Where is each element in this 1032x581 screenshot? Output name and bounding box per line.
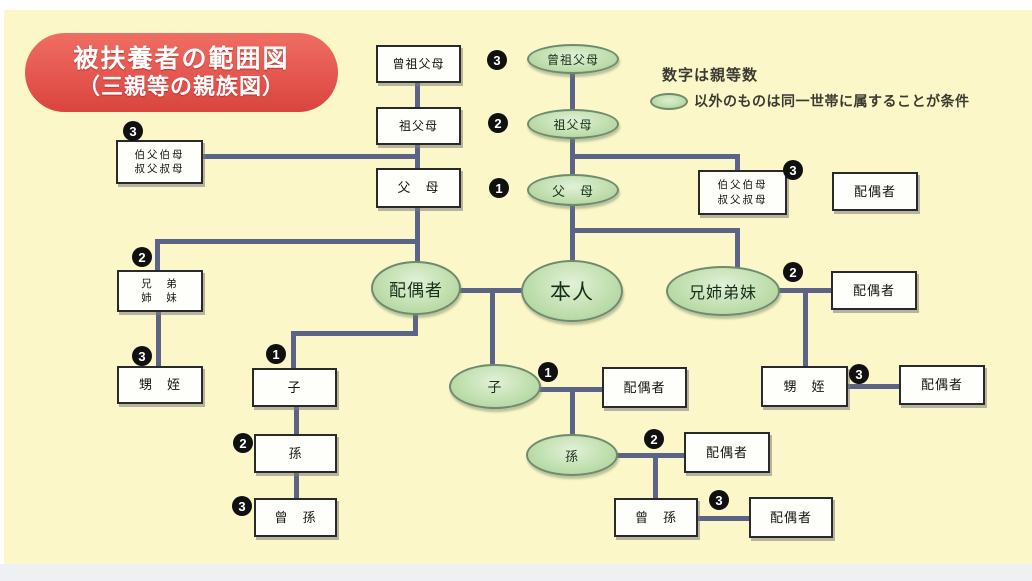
title-line1: 被扶養者の範囲図 (73, 45, 290, 74)
ellipse-self: 本人 (521, 260, 623, 322)
connector-line (294, 405, 299, 436)
box-grandchild-left: 孫 (254, 434, 337, 473)
box-siblings-left: 兄 弟 姉 妹 (117, 270, 203, 312)
box-great-grandchild-left: 曾 孫 (254, 498, 337, 537)
ellipse-grandparents: 祖父母 (527, 109, 619, 139)
degree-badge-2: 2 (488, 113, 508, 133)
ellipse-parents: 父 母 (527, 174, 619, 206)
connector-line (803, 288, 808, 368)
ellipse-great-grandparents: 曾祖父母 (527, 44, 619, 74)
box-nephews-nieces-left: 甥 姪 (117, 366, 203, 404)
connector-line (570, 70, 575, 112)
degree-badge-1: 1 (489, 178, 509, 198)
connector-line (201, 154, 417, 159)
connector-line (735, 228, 740, 270)
degree-badge-1: 1 (538, 362, 558, 382)
degree-badge-2: 2 (233, 433, 253, 453)
connector-line (735, 154, 740, 172)
box-spouse-of-grandchild: 配偶者 (684, 432, 770, 473)
box-great-grandchild-center: 曾 孫 (614, 498, 698, 537)
ellipse-spouse: 配偶者 (371, 261, 461, 315)
connector-line (653, 453, 658, 501)
connector-line (696, 516, 752, 521)
degree-badge-3: 3 (232, 496, 252, 516)
degree-badge-2: 2 (783, 262, 803, 282)
connector-line (155, 239, 160, 274)
connector-line (570, 203, 575, 264)
connector-line (155, 239, 417, 244)
title-line2: （三親等の親族図） (77, 74, 285, 100)
green-ellipse-icon (650, 92, 688, 110)
legend: 数字は親等数 以外のものは同一世帯に属することが条件 (650, 64, 1028, 111)
connector-line (570, 387, 575, 437)
box-spouse-of-great-grandchild: 配偶者 (749, 497, 833, 538)
degree-badge-2: 2 (644, 429, 664, 449)
degree-badge-3: 3 (709, 490, 729, 510)
degree-badge-2: 2 (132, 247, 152, 267)
box-parents: 父 母 (376, 168, 461, 208)
legend-household-note-row: 以外のものは同一世帯に属することが条件 (650, 91, 1028, 111)
box-grandparents: 祖父母 (376, 107, 461, 145)
footer-strip (0, 564, 1032, 581)
box-uncles-aunts-right: 伯父伯母 叔父叔母 (698, 170, 787, 215)
degree-badge-1: 1 (266, 344, 286, 364)
degree-badge-3: 3 (849, 364, 869, 384)
box-spouse-of-uncles-aunts: 配偶者 (832, 172, 918, 211)
ellipse-siblings: 兄姉弟妹 (666, 266, 780, 316)
legend-degree-note: 数字は親等数 (662, 67, 759, 84)
connector-line (415, 82, 420, 110)
connector-line (156, 308, 161, 368)
connector-line (415, 143, 420, 171)
box-spouse-of-child: 配偶者 (602, 367, 687, 408)
box-spouse-of-nephews-nieces: 配偶者 (899, 365, 985, 405)
connector-line (413, 310, 418, 336)
connector-line (415, 206, 420, 266)
legend-household-note: 以外のものは同一世帯に属することが条件 (694, 93, 970, 109)
connector-line (294, 471, 299, 500)
box-child-left: 子 (252, 368, 337, 407)
box-great-grandparents: 曾祖父母 (376, 45, 461, 83)
connector-line (570, 228, 740, 233)
degree-badge-3: 3 (123, 121, 143, 141)
ellipse-grandchild: 孫 (526, 434, 618, 476)
box-spouse-of-siblings: 配偶者 (831, 271, 917, 310)
connector-line (291, 331, 418, 336)
degree-badge-3: 3 (132, 346, 152, 366)
degree-badge-3: 3 (783, 160, 803, 180)
degree-badge-3: 3 (487, 50, 507, 70)
connector-line (570, 154, 740, 159)
connector-line (614, 453, 687, 458)
box-uncles-aunts-left: 伯父伯母 叔父叔母 (116, 140, 203, 184)
connector-line (846, 384, 902, 389)
ellipse-child: 子 (449, 364, 541, 409)
connector-line (490, 288, 495, 368)
title-badge: 被扶養者の範囲図 （三親等の親族図） (25, 33, 338, 112)
box-nephews-nieces-right: 甥 姪 (761, 366, 848, 407)
connector-line (291, 331, 296, 368)
